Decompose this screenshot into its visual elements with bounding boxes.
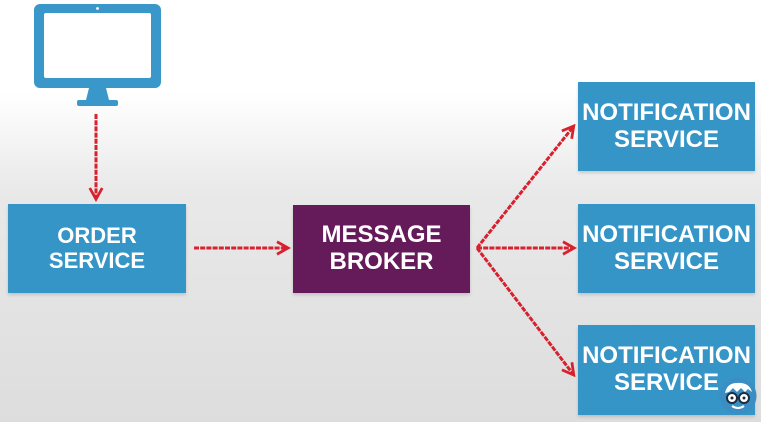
notification-service-box-1: NOTIFICATION SERVICE: [578, 82, 755, 171]
notification-service-box-2: NOTIFICATION SERVICE: [578, 204, 755, 293]
notification-service-label-3: NOTIFICATION SERVICE: [582, 342, 751, 396]
arrow-broker-to-notification-3: [475, 247, 573, 374]
message-broker-label: MESSAGE BROKER: [321, 221, 442, 275]
notification-service-box-3: NOTIFICATION SERVICE: [578, 325, 755, 415]
order-service-box: ORDER SERVICE: [8, 204, 186, 293]
message-broker-box: MESSAGE BROKER: [293, 205, 470, 293]
arrow-broker-to-notification-1: [475, 127, 573, 249]
order-service-label: ORDER SERVICE: [48, 222, 146, 273]
face-with-glasses-icon[interactable]: [719, 377, 757, 415]
notification-service-label-1: NOTIFICATION SERVICE: [582, 98, 751, 153]
notification-service-label-2: NOTIFICATION SERVICE: [582, 220, 751, 275]
monitor-icon: [34, 4, 161, 106]
